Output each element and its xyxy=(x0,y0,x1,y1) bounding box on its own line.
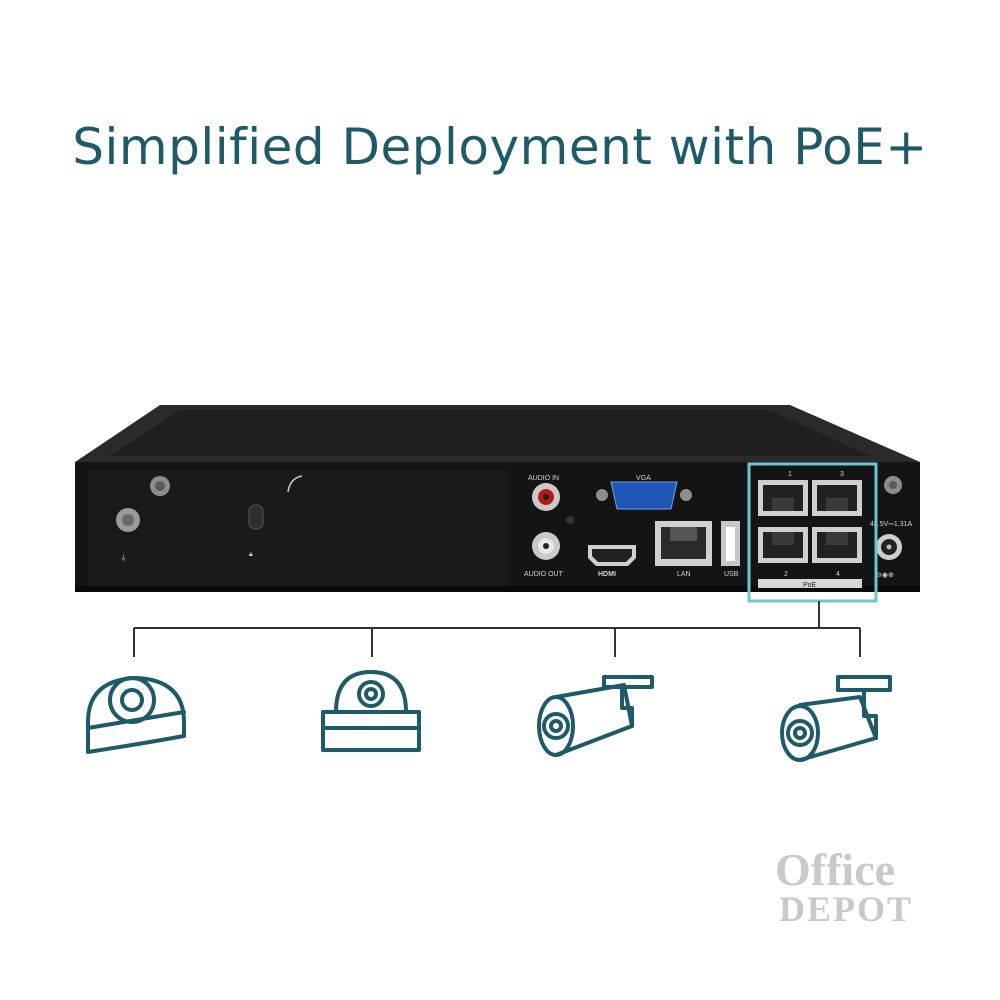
usb-label: USB xyxy=(724,571,739,578)
headline: Simplified Deployment with PoE+ xyxy=(72,118,928,176)
poe-port-number: 1 xyxy=(788,471,792,478)
audio-in-label: AUDIO IN xyxy=(528,475,559,482)
connection-lines xyxy=(133,601,861,657)
lan-label: LAN xyxy=(677,571,691,578)
audio-out-label: AUDIO OUT xyxy=(524,571,564,578)
watermark-line2: DEPOT xyxy=(779,889,914,929)
polarity-symbol-icon: ⊖◉⊕ xyxy=(876,572,894,579)
office-depot-watermark: Office DEPOT xyxy=(775,844,945,929)
watermark-line1: Office xyxy=(775,844,896,895)
dome-camera-icon xyxy=(86,676,186,754)
poe-label: PoE xyxy=(803,582,817,589)
bullet-camera-icon xyxy=(780,675,892,762)
power-rating-label: 48.5V⎓1.31A xyxy=(870,521,913,528)
vga-port xyxy=(610,481,678,510)
ceiling-dome-camera-icon xyxy=(321,670,421,752)
poe-port-number: 3 xyxy=(840,471,844,478)
poe-port-number: 4 xyxy=(836,571,840,578)
lock-symbol-icon: 🔒︎ xyxy=(249,551,253,558)
hdmi-label: HDMI xyxy=(598,571,616,578)
bullet-camera-icon xyxy=(537,675,654,757)
nvr-device: ⏚ 🔒︎ AUDIO IN AUDIO OUT VGA HDMI LAN xyxy=(75,405,920,592)
poe-port-block: 1 3 2 4 PoE xyxy=(758,471,862,589)
ground-symbol-icon: ⏚ xyxy=(120,554,127,562)
poe-port-number: 2 xyxy=(784,571,788,578)
vga-label: VGA xyxy=(636,475,651,482)
kensington-lock-slot xyxy=(248,504,264,530)
poe-highlight-box xyxy=(747,462,878,603)
